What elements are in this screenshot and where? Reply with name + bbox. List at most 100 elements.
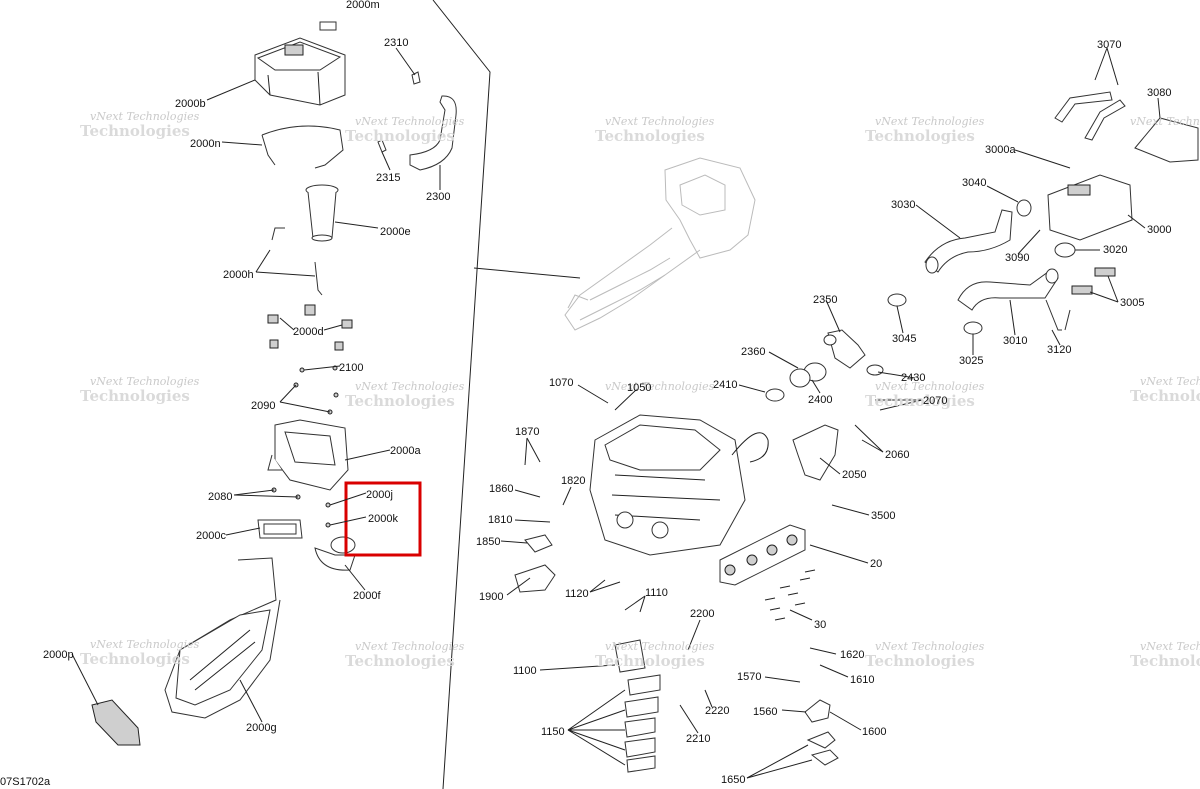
part-2410 <box>765 388 785 402</box>
highlight-box <box>344 481 422 557</box>
callout-2100: 2100 <box>339 362 363 374</box>
svg-text:Technologies: Technologies <box>80 650 190 668</box>
svg-text:Technologies: Technologies <box>865 392 975 410</box>
part-manifold <box>719 524 806 586</box>
callout-2000f: 2000f <box>353 590 381 602</box>
callout-3080: 3080 <box>1147 87 1171 99</box>
svg-text:Technologies: Technologies <box>595 652 705 670</box>
callout-3020: 3020 <box>1103 244 1127 256</box>
part-3025 <box>963 321 983 335</box>
callout-2410: 2410 <box>713 379 737 391</box>
svg-text:Technologies: Technologies <box>865 652 975 670</box>
callout-1860: 1860 <box>489 483 513 495</box>
part-hose-2300 <box>409 95 457 171</box>
svg-text:vNext Technologies: vNext Technologies <box>355 115 465 128</box>
part-3005-a <box>1094 267 1116 277</box>
part-2315 <box>377 139 387 153</box>
svg-text:Technologies: Technologies <box>595 127 705 145</box>
part-3005-b <box>1071 285 1093 295</box>
callout-3000: 3000 <box>1147 224 1171 236</box>
part-1650 <box>806 731 839 766</box>
part-1100 <box>614 639 646 673</box>
part-2000h <box>271 227 323 296</box>
callout-1620: 1620 <box>840 649 864 661</box>
callout-1110: 1110 <box>645 587 668 599</box>
callout-3040: 3040 <box>962 177 986 189</box>
callout-2000b: 2000b <box>175 98 206 110</box>
callout-1870: 1870 <box>515 426 539 438</box>
callout-2310: 2310 <box>384 37 408 49</box>
svg-text:Technologies: Technologies <box>345 127 455 145</box>
part-tube-2000e <box>305 184 339 242</box>
svg-text:Technologies: Technologies <box>1130 652 1200 670</box>
part-2050 <box>792 424 839 481</box>
svg-text:Technologies: Technologies <box>80 387 190 405</box>
callout-1610: 1610 <box>850 674 874 686</box>
svg-text:vNext Technologies: vNext Technologies <box>875 640 985 653</box>
svg-text:vNext Technologies: vNext Technologies <box>605 115 715 128</box>
part-2360b <box>789 368 811 388</box>
callout-3005: 3005 <box>1120 297 1144 309</box>
vehicle-ghost <box>564 157 756 331</box>
part-pipe-2350 <box>823 329 866 369</box>
svg-text:Technologies: Technologies <box>1130 387 1200 405</box>
callout-1070: 1070 <box>549 377 573 389</box>
svg-text:vNext Technologies: vNext Technologies <box>1130 115 1200 128</box>
part-2000m <box>319 21 337 31</box>
callout-1560: 1560 <box>753 706 777 718</box>
callout-3000a: 3000a <box>985 144 1016 156</box>
part-1850 <box>524 534 553 553</box>
svg-text:Technologies: Technologies <box>345 392 455 410</box>
part-3120 <box>1045 299 1071 331</box>
callout-1600: 1600 <box>862 726 886 738</box>
callout-2060: 2060 <box>885 449 909 461</box>
callout-2000m: 2000m <box>346 0 380 11</box>
part-3045 <box>887 293 907 307</box>
svg-text:Technologies: Technologies <box>80 122 190 140</box>
callout-2000a: 2000a <box>390 445 421 457</box>
svg-text:vNext Technologies: vNext Technologies <box>605 380 715 393</box>
part-intercooler-3000 <box>1047 174 1133 241</box>
callout-1810: 1810 <box>488 514 512 526</box>
svg-text:vNext Technologies: vNext Technologies <box>355 640 465 653</box>
part-1900 <box>514 564 556 593</box>
part-fasteners-2100-2090 <box>293 365 339 415</box>
callout-2000g: 2000g <box>246 722 277 734</box>
part-pipe-3030 <box>924 209 1013 274</box>
callout-1850: 1850 <box>476 536 500 548</box>
callout-2000d: 2000d <box>293 326 324 338</box>
callout-2000k: 2000k <box>368 513 398 525</box>
callout-2050: 2050 <box>842 469 866 481</box>
part-2000k <box>325 522 331 528</box>
part-gaskets-1150 <box>624 674 661 773</box>
part-engine-20 <box>589 414 769 556</box>
part-airbox-cover <box>254 37 346 106</box>
callout-2210: 2210 <box>686 733 710 745</box>
part-gasket-2000c <box>257 519 303 539</box>
callout-3030: 3030 <box>891 199 915 211</box>
callout-1570: 1570 <box>737 671 761 683</box>
svg-text:vNext Technologies: vNext Technologies <box>90 638 200 651</box>
callout-3500: 3500 <box>871 510 895 522</box>
callout-2000c: 2000c <box>196 530 226 542</box>
callout-3010: 3010 <box>1003 335 1027 347</box>
svg-text:vNext Technologies: vNext Technologies <box>875 380 985 393</box>
svg-text:vNext Technologies: vNext Technologies <box>875 115 985 128</box>
callout-2430: 2430 <box>901 372 925 384</box>
part-3040 <box>1016 199 1032 217</box>
part-clips-2000d <box>267 304 353 351</box>
callout-2000n: 2000n <box>190 138 221 150</box>
svg-text:vNext Technologies: vNext Technologies <box>1140 640 1200 653</box>
part-2000j <box>325 502 331 508</box>
callout-3090: 3090 <box>1005 252 1029 264</box>
callout-20: 20 <box>870 558 882 570</box>
diagram-id: 07S1702a <box>0 776 51 788</box>
svg-text:vNext Technologies: vNext Technologies <box>355 380 465 393</box>
callout-3070: 3070 <box>1097 39 1121 51</box>
callout-1100: 1100 <box>513 665 537 677</box>
svg-text:vNext Technologies: vNext Technologies <box>1140 375 1200 388</box>
svg-text:vNext Technologies: vNext Technologies <box>90 375 200 388</box>
callout-3025: 3025 <box>959 355 983 367</box>
